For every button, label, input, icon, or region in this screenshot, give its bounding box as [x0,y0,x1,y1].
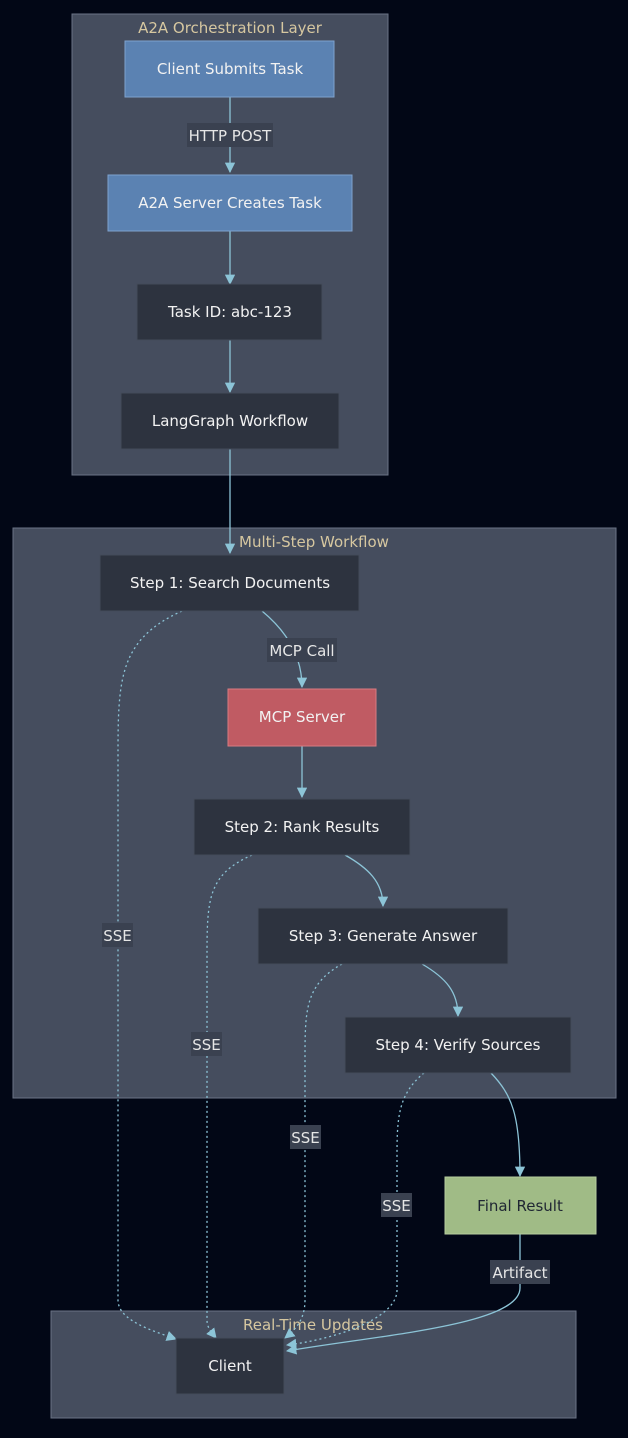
svg-text:SSE: SSE [103,927,132,945]
edge-step1-sse-client [117,610,183,1341]
node-step2: Step 2: Rank Results [193,798,411,856]
svg-text:MCP Call: MCP Call [269,642,334,660]
svg-text:SSE: SSE [382,1197,411,1215]
svg-text:Step 2: Rank Results: Step 2: Rank Results [225,818,380,836]
svg-text:A2A Server Creates Task: A2A Server Creates Task [138,194,322,212]
edge-label-http-post: HTTP POST [187,123,273,147]
node-step4: Step 4: Verify Sources [344,1016,572,1074]
node-langgraph-workflow: LangGraph Workflow [120,392,340,450]
svg-text:HTTP POST: HTTP POST [189,127,273,145]
edge-step3-to-step4 [421,963,464,1018]
edge-step4-sse-client [285,1072,425,1350]
node-task-id: Task ID: abc-123 [136,283,323,341]
svg-text:Step 1: Search Documents: Step 1: Search Documents [130,574,330,592]
cluster-workflow: Multi-Step Workflow [12,527,617,1099]
edge-label-mcp-call: MCP Call [267,638,337,662]
node-mcp-server: MCP Server [227,688,377,747]
node-client: Client [175,1337,285,1395]
svg-text:Artifact: Artifact [492,1264,547,1282]
edge-step2-to-step3 [344,854,389,908]
svg-text:SSE: SSE [291,1129,320,1147]
node-step3: Step 3: Generate Answer [257,907,509,965]
cluster-updates: Real-Time Updates [50,1310,577,1419]
svg-text:Task ID: abc-123: Task ID: abc-123 [167,303,292,321]
edge-label-sse-2: SSE [191,1032,222,1056]
node-step1: Step 1: Search Documents [99,554,360,612]
edge-label-sse-1: SSE [102,923,133,947]
svg-text:Client Submits Task: Client Submits Task [157,60,304,78]
edges-dotted [117,610,425,1350]
svg-text:Client: Client [208,1357,252,1375]
svg-text:Step 3: Generate Answer: Step 3: Generate Answer [289,927,478,945]
edge-step4-to-final [490,1072,526,1178]
node-a2a-server-creates-task: A2A Server Creates Task [107,174,353,232]
svg-text:LangGraph Workflow: LangGraph Workflow [152,412,308,430]
edge-step2-sse-client [206,854,253,1339]
cluster-title-orchestration: A2A Orchestration Layer [138,19,323,37]
edge-label-sse-4: SSE [381,1193,412,1217]
cluster-title-updates: Real-Time Updates [243,1316,383,1334]
node-final-result: Final Result [444,1176,597,1235]
edge-label-artifact: Artifact [490,1260,550,1284]
node-client-submits-task: Client Submits Task [124,40,335,98]
edge-final-to-client [285,1234,521,1355]
edge-label-sse-3: SSE [290,1125,321,1149]
cluster-title-workflow: Multi-Step Workflow [239,533,389,551]
svg-text:Final Result: Final Result [477,1197,563,1215]
svg-text:MCP Server: MCP Server [259,708,346,726]
svg-text:Step 4: Verify Sources: Step 4: Verify Sources [376,1036,541,1054]
svg-text:SSE: SSE [192,1036,221,1054]
edges-solid [224,97,526,1355]
